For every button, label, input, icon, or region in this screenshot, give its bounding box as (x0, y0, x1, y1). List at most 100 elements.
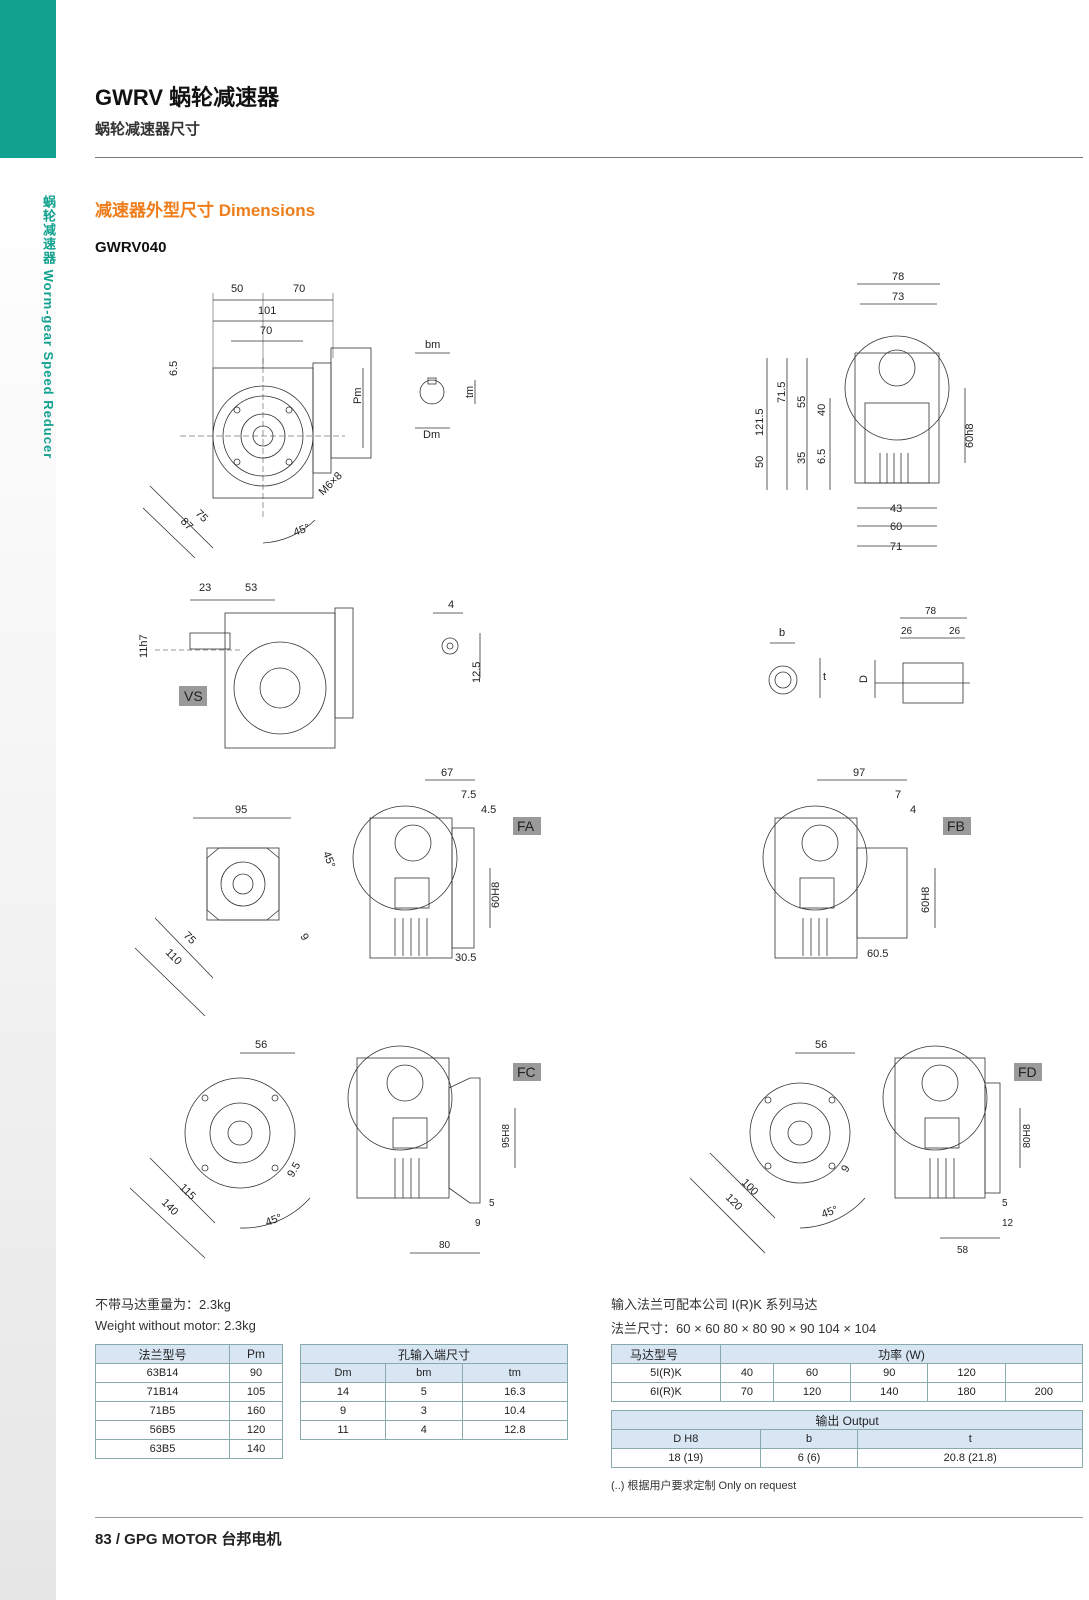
table-cell: 140 (850, 1382, 929, 1402)
table-cell: 120 (229, 1420, 283, 1440)
side-strip (0, 158, 56, 1600)
dim-12: 12 (1002, 1218, 1014, 1229)
dim-4-5: 4.5 (481, 804, 496, 816)
dim-53: 53 (245, 582, 257, 594)
dim-45deg-c: 45° (264, 1212, 284, 1229)
motor-power-table: 马达型号 功率 (W) 5I(R)K 40 60 90 120 6I(R)K 7… (611, 1344, 1084, 1402)
dim-80: 80 (439, 1240, 451, 1251)
page-subtitle: 蜗轮减速器尺寸 (95, 121, 201, 138)
footer-divider (95, 1517, 1083, 1518)
dim-pm: Pm (352, 388, 364, 405)
dim-5: 5 (489, 1198, 495, 1209)
side-label: 蜗轮减速器 Worm-gear Speed Reducer (41, 195, 56, 460)
table-cell: 14 (299, 1382, 387, 1402)
table-cell: 20.8 (21.8) (857, 1448, 1083, 1468)
vs-view (155, 599, 354, 749)
dim-5b: 5 (1002, 1198, 1008, 1209)
fd-flange-side (882, 1045, 1021, 1239)
table-cell: 4 (385, 1420, 463, 1440)
fa-flange-front (134, 817, 291, 1017)
dim-80H8: 80H8 (1022, 1124, 1033, 1148)
dim-50: 50 (231, 283, 243, 295)
table-cell: 16.3 (461, 1382, 569, 1402)
dimension-drawings: 50 70 101 70 6.5 Pm 75 87 45° M6×8 bm tm… (129, 271, 1042, 1259)
table-cell: 3 (385, 1401, 463, 1421)
label-tm: tm (464, 386, 476, 398)
table-cell: 56B5 (94, 1420, 231, 1440)
table-cell: 6 (6) (759, 1448, 859, 1468)
dim-9-5: 9.5 (285, 1160, 303, 1179)
power-header-model: 马达型号 (611, 1344, 721, 1364)
dim-55: 55 (796, 396, 808, 408)
dim-9b: 9 (475, 1218, 481, 1229)
dim-6-5: 6.5 (168, 361, 180, 376)
dim-75: 75 (193, 508, 210, 525)
table-cell: 120 (772, 1382, 852, 1402)
table-cell: 10.4 (461, 1401, 569, 1421)
output-header-dh8: D H8 (611, 1429, 761, 1449)
table-cell: 140 (229, 1439, 283, 1459)
table-cell: 5I(R)K (611, 1363, 721, 1383)
table-cell: 120 (927, 1363, 1006, 1383)
dim-140: 140 (159, 1197, 180, 1218)
dim-45deg-b: 45° (320, 850, 337, 870)
fa-badge: FA (517, 818, 535, 834)
flange-header-model: 法兰型号 (94, 1344, 231, 1364)
dim-23: 23 (199, 582, 211, 594)
dim-87: 87 (178, 516, 195, 533)
table-cell: 60 (772, 1363, 852, 1383)
dim-71-5: 71.5 (776, 382, 788, 403)
dim-9: 9 (297, 932, 310, 943)
dim-4: 4 (448, 599, 454, 611)
table-cell: 63B14 (94, 1363, 231, 1383)
label-t: t (823, 671, 826, 683)
page-title: GWRV 蜗轮减速器 (95, 85, 280, 110)
output-table: 输出 Output D H8 b t 18 (19) 6 (6) 20.8 (2… (611, 1410, 1083, 1468)
table-cell: 90 (229, 1363, 283, 1383)
fa-flange-side (352, 779, 491, 959)
table-cell: 71B14 (94, 1382, 231, 1402)
table-cell: 5 (385, 1382, 463, 1402)
section-title: 减速器外型尺寸 Dimensions (95, 201, 316, 220)
fc-badge: FC (517, 1064, 536, 1080)
dim-50b: 50 (754, 456, 766, 468)
dim-45deg: 45° (292, 522, 312, 539)
table-cell: 18 (19) (611, 1448, 761, 1468)
input-header-tm: tm (461, 1363, 569, 1383)
table-cell: 6I(R)K (611, 1382, 721, 1402)
label-b: b (779, 627, 785, 639)
dim-60H8: 60H8 (490, 882, 502, 908)
table-cell: 90 (850, 1363, 929, 1383)
dim-45deg-d: 45° (820, 1204, 840, 1221)
dim-60: 60 (890, 521, 902, 533)
table-cell: 70 (720, 1382, 774, 1402)
hollow-shaft-detail (415, 352, 476, 429)
dim-78: 78 (892, 271, 904, 283)
dim-26a: 26 (901, 626, 913, 637)
dim-56b: 56 (815, 1039, 827, 1051)
dim-101: 101 (258, 305, 276, 317)
input-header-dm: Dm (299, 1363, 387, 1383)
dim-71: 71 (890, 541, 902, 553)
dim-43: 43 (890, 503, 902, 515)
model-name: GWRV040 (95, 239, 167, 256)
dim-60-5: 60.5 (867, 948, 888, 960)
dim-4b: 4 (910, 804, 916, 816)
page-footer: 83 / GPG MOTOR 台邦电机 (95, 1531, 282, 1548)
table-cell: 12.8 (461, 1420, 569, 1440)
dim-m6x8: M6×8 (317, 470, 345, 498)
dim-60h8: 60h8 (964, 424, 976, 448)
dim-70b: 70 (260, 325, 272, 337)
header-divider (95, 157, 1083, 158)
motor-note-1: 输入法兰可配本公司 I(R)K 系列马达 (611, 1297, 818, 1312)
dim-40: 40 (816, 404, 828, 416)
fd-badge: FD (1018, 1064, 1037, 1080)
fb-badge: FB (947, 818, 965, 834)
dim-75b: 75 (181, 930, 198, 947)
main-front-view (142, 293, 372, 559)
